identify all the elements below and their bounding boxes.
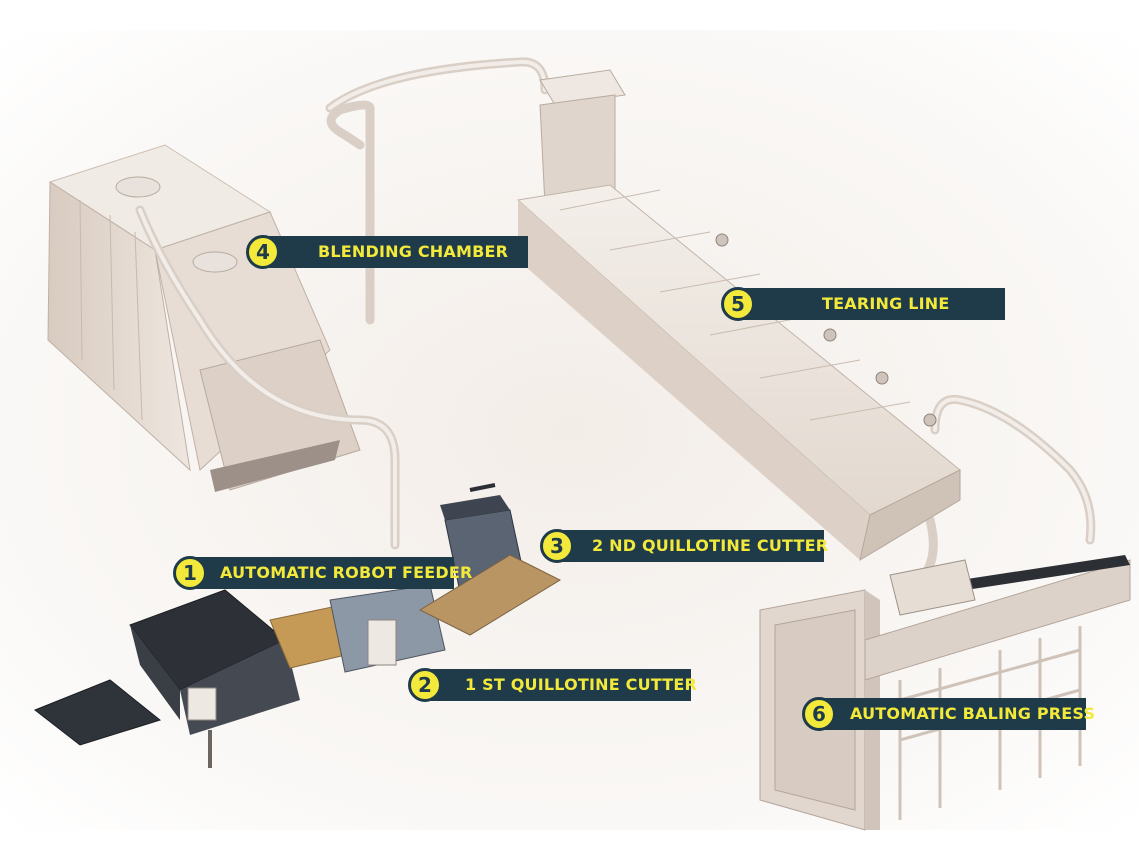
station-6-number-badge: 6 [802, 697, 836, 731]
station-3-label: 2 ND QUILLOTINE CUTTER [592, 536, 829, 555]
callout-station-4: BLENDING CHAMBER [262, 236, 528, 268]
callout-station-1: AUTOMATIC ROBOT FEEDER [192, 557, 472, 589]
station-1-number-badge: 1 [173, 556, 207, 590]
tearing-line-machine [516, 69, 961, 562]
callout-station-2: 1 ST QUILLOTINE CUTTER [423, 669, 697, 701]
callout-station-6: AUTOMATIC BALING PRESS [818, 698, 1095, 730]
callout-station-5: TEARING LINE [737, 288, 1005, 320]
callout-station-3: 2 ND QUILLOTINE CUTTER [556, 530, 828, 562]
station-1-label: AUTOMATIC ROBOT FEEDER [220, 563, 473, 582]
station-5-label: TEARING LINE [822, 294, 950, 313]
station-3-number-badge: 3 [540, 529, 574, 563]
station-4-number-badge: 4 [246, 235, 280, 269]
station-2-label: 1 ST QUILLOTINE CUTTER [465, 675, 698, 694]
robot-feeder-and-cutters [34, 483, 562, 768]
station-4-label: BLENDING CHAMBER [318, 242, 509, 261]
station-2-number-badge: 2 [408, 668, 442, 702]
station-5-number-badge: 5 [721, 287, 755, 321]
station-6-label: AUTOMATIC BALING PRESS [850, 704, 1096, 723]
